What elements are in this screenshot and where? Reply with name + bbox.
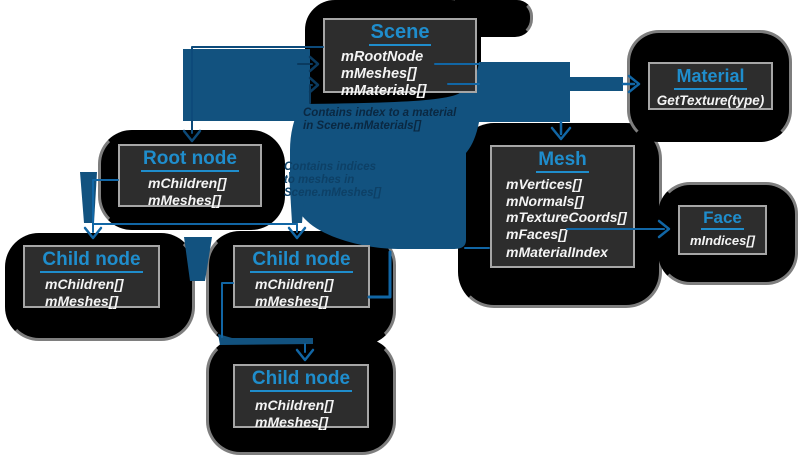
box-title: Child node (249, 368, 353, 392)
annotation-line: Scene.mMeshes[] (284, 187, 382, 199)
member-mchildren: mChildren[] (255, 397, 334, 413)
member-mchildren: mChildren[] (255, 276, 334, 292)
thick-connector-to-bottom-child (218, 334, 313, 345)
member-mmeshes: mMeshes[] (341, 66, 417, 82)
big-arrow-root-to-left-child-shape (80, 172, 97, 223)
member-mchildren: mChildren[] (148, 175, 227, 191)
member-mmeshes: mMeshes[] (255, 413, 329, 430)
member-mmaterialindex: mMaterialIndex (506, 244, 608, 260)
annotation-mesh-indices: Contains indices to meshes in Scene.mMes… (284, 161, 381, 200)
member-mrootnode: mRootNode (341, 49, 424, 65)
box-title: Mesh (536, 149, 589, 173)
box-title: Material (674, 66, 747, 90)
annotation-material-index: Contains index to a material in Scene.mM… (303, 107, 456, 133)
box-title: Scene (368, 22, 432, 46)
big-arrow-middle-to-bottom-child-shape (184, 237, 212, 281)
member-gettexture: GetTexture(type) (656, 93, 765, 108)
box-title: Child node (40, 249, 143, 273)
box-title: Child node (250, 249, 353, 273)
annotation-line: in Scene.mMaterials[] (303, 120, 422, 132)
big-arrow-scene-to-rootnode-shape (183, 49, 310, 121)
member-mfaces: mFaces[] (506, 225, 568, 242)
big-arrow-scene-to-mesh-shape (290, 62, 570, 249)
class-box-child-node-left: Child node mChildren[] mMeshes[] (23, 245, 160, 309)
member-mtexturecoords: mTextureCoords[] (506, 209, 627, 225)
class-box-material: Material GetTexture(type) (648, 62, 773, 110)
annotation-line: Contains indices (284, 161, 377, 173)
class-box-child-node-bottom: Child node mChildren[] mMeshes[] (233, 364, 369, 430)
class-box-root-node: Root node mChildren[] mMeshes[] (118, 144, 262, 208)
member-mmeshes: mMeshes[] (45, 292, 119, 309)
class-box-child-node-middle: Child node mChildren[] mMeshes[] (233, 245, 370, 309)
big-arrow-scene-to-material-shape (570, 77, 623, 91)
class-box-mesh: Mesh mVertices[] mNormals[] mTextureCoor… (490, 145, 635, 268)
member-mchildren: mChildren[] (45, 276, 124, 292)
member-mmeshes: mMeshes[] (255, 292, 329, 309)
member-mmaterials: mMaterials[] (341, 83, 427, 99)
box-title: Face (701, 209, 744, 230)
member-mnormals: mNormals[] (506, 192, 584, 209)
box-title: Root node (141, 148, 239, 172)
member-mindices: mIndices[] (689, 233, 755, 248)
annotation-line: Contains index to a material (303, 107, 457, 119)
class-box-face: Face mIndices[] (678, 205, 767, 255)
annotation-line: to meshes in (284, 174, 355, 186)
class-box-scene: Scene mRootNode mMeshes[] mMaterials[] (323, 18, 477, 99)
member-mmeshes: mMeshes[] (148, 191, 222, 208)
member-mvertices: mVertices[] (506, 176, 582, 192)
